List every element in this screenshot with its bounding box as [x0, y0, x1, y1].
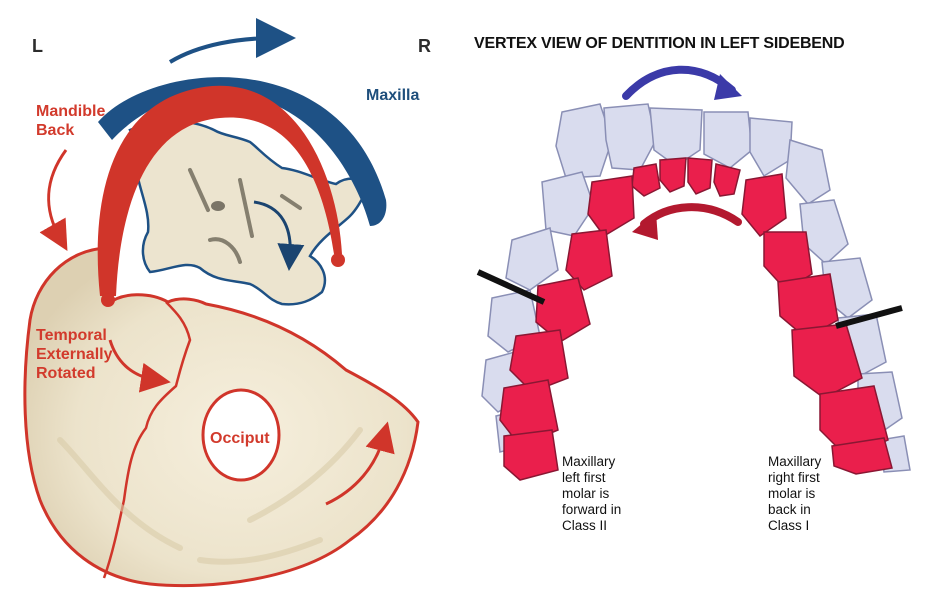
mandible-arch	[97, 85, 343, 296]
right-molar-note: Maxillary right first molar is back in C…	[768, 454, 821, 534]
note-line: Maxillary	[768, 454, 822, 469]
tooth-lower	[535, 277, 591, 343]
temporal-occipital-suture	[102, 301, 192, 579]
note-line: Class I	[768, 518, 810, 533]
maxilla-arch	[98, 77, 387, 226]
tooth-lower	[631, 163, 661, 197]
tooth-lower	[587, 175, 635, 237]
mandible-rotation-arrowhead	[632, 212, 658, 240]
mandibular-teeth	[499, 157, 893, 481]
temporal-label-line: Temporal	[36, 327, 107, 344]
tooth-lower	[509, 329, 569, 393]
vertex-view-title: VERTEX VIEW OF DENTITION IN LEFT SIDEBEN…	[474, 35, 845, 52]
mandible-label-line: Mandible	[36, 103, 106, 120]
side-left-label: L	[32, 36, 43, 56]
maxilla-rotation-arrow	[168, 18, 296, 64]
tooth-lower	[687, 157, 713, 195]
note-line: right first	[768, 470, 820, 485]
cranial-diagram	[23, 18, 420, 588]
tooth-upper	[785, 139, 831, 205]
right-first-molar-pointer	[835, 305, 903, 329]
tooth-lower	[659, 157, 687, 193]
tooth-lower	[565, 229, 613, 291]
maxillary-teeth	[481, 103, 911, 473]
mandible-rotation-arrow-crimson	[640, 203, 742, 228]
note-line: molar is	[768, 486, 816, 501]
temporal-rotation-arrow	[108, 339, 171, 393]
note-line: forward in	[562, 502, 622, 517]
mandible-back-arrow	[39, 149, 68, 252]
bone-shading	[57, 427, 363, 565]
tooth-lower	[741, 173, 787, 238]
tooth-upper	[649, 107, 703, 167]
tooth-upper	[603, 103, 657, 171]
sphenoid-bone	[128, 120, 375, 306]
mandible-back-label: Mandible Back	[36, 102, 105, 140]
temporal-label-line: Externally	[36, 346, 113, 363]
note-line: left first	[562, 470, 606, 485]
tooth-upper	[703, 111, 753, 169]
sphenoid-foramen	[211, 201, 225, 211]
sphenoid-detail	[188, 168, 302, 264]
note-line: Maxillary	[562, 454, 616, 469]
left-molar-note: Maxillary left first molar is forward in…	[562, 454, 621, 534]
foramen-magnum	[201, 388, 281, 482]
left-first-molar-pointer	[476, 269, 546, 305]
temporal-label-line: Rotated	[36, 365, 96, 382]
tooth-upper	[505, 227, 559, 291]
side-right-label: R	[418, 36, 431, 56]
tooth-upper	[749, 117, 793, 178]
note-line: molar is	[562, 486, 610, 501]
tooth-upper	[541, 171, 595, 237]
tooth-upper	[555, 103, 613, 179]
occiput-label: Occiput	[210, 430, 270, 447]
maxilla-label: Maxilla	[366, 87, 420, 104]
maxilla-rotation-arrowhead	[714, 74, 742, 100]
tooth-lower	[503, 429, 559, 481]
occiput-rotation-arrow	[325, 421, 395, 506]
mandible-end-left	[101, 293, 115, 307]
mandible-end-right	[331, 253, 345, 267]
temporal-label: Temporal Externally Rotated	[36, 326, 112, 383]
note-line: back in	[768, 502, 811, 517]
note-line: Class II	[562, 518, 608, 533]
dental-arch-diagram	[476, 65, 911, 481]
sphenoid-rotation-arrow	[253, 200, 305, 271]
tooth-lower	[713, 163, 741, 197]
tooth-lower	[831, 437, 893, 475]
mandible-label-line: Back	[36, 122, 75, 139]
